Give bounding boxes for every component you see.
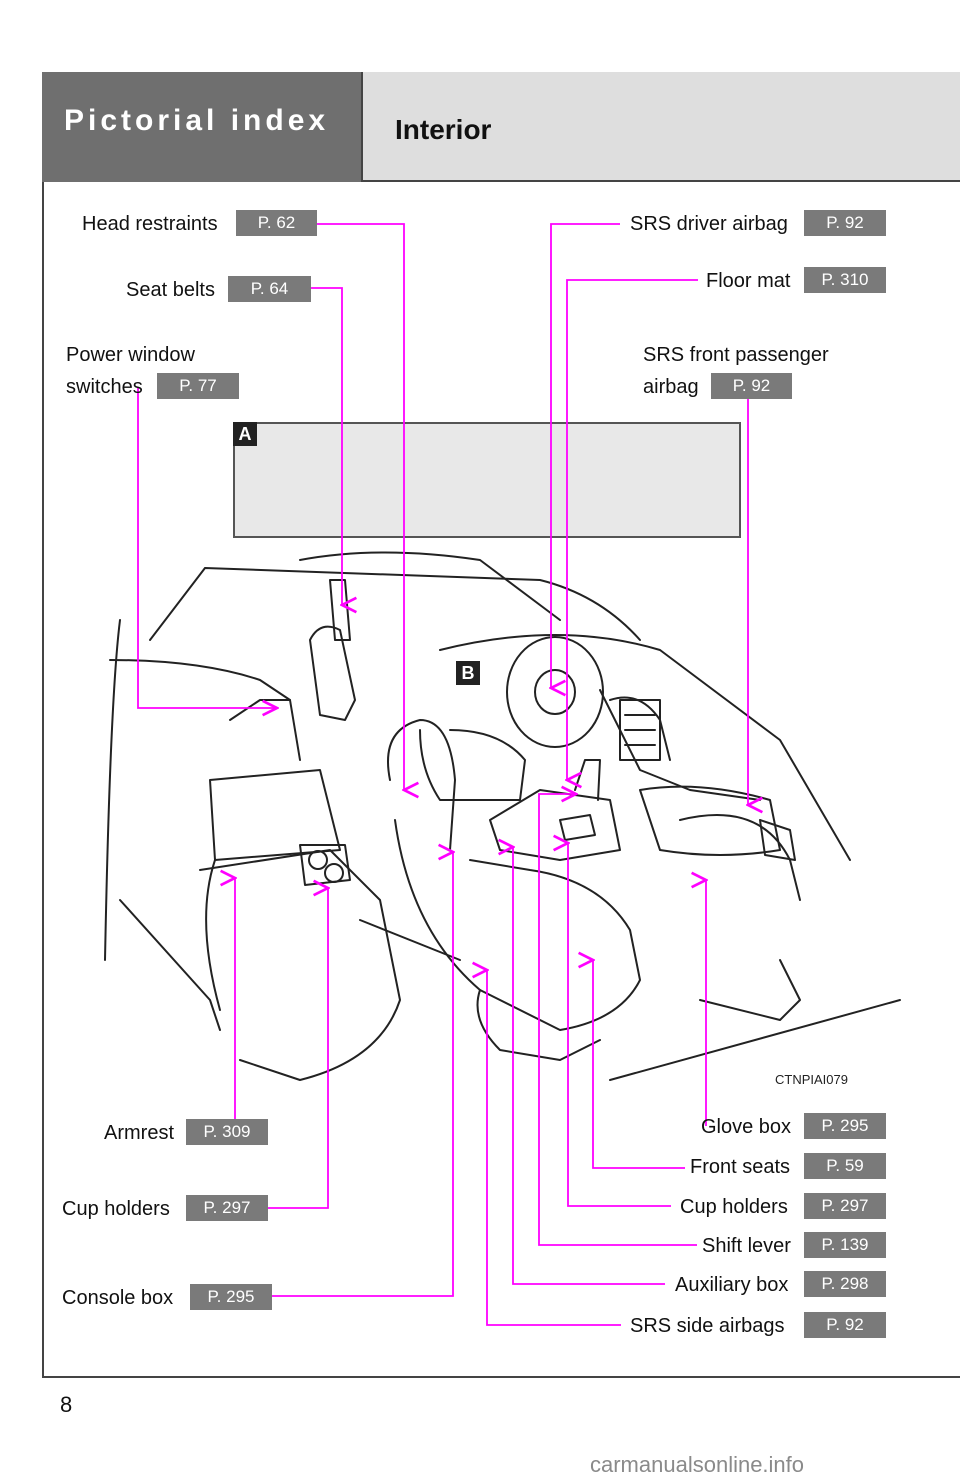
leader-console-box [272,852,453,1297]
callout-glove-box-page[interactable]: P. 295 [804,1113,886,1139]
watermark: carmanualsonline.info [590,1452,805,1477]
callout-srs-driver-page[interactable]: P. 92 [804,210,886,236]
callout-console-box-page[interactable]: P. 295 [190,1284,272,1310]
callout-front-seats-label: Front seats [690,1156,791,1178]
leader-shift-lever [538,794,697,1246]
callout-cup-holders-front-label: Cup holders [680,1196,788,1218]
callout-power-window-label-2: switches [66,376,143,398]
callout-seat-belts-page[interactable]: P. 64 [228,276,311,302]
callout-shift-lever-label: Shift lever [702,1235,791,1257]
illustration-code: CTNPIAI079 [775,1072,848,1087]
callout-srs-side-airbags-label: SRS side airbags [630,1315,785,1337]
callout-console-box-label: Console box [62,1287,174,1309]
callout-shift-lever-page[interactable]: P. 139 [804,1232,886,1258]
callout-cup-holders-rear-page[interactable]: P. 297 [186,1195,268,1221]
leader-power-window [137,388,277,708]
page-title: Pictorial index [64,104,330,137]
callout-glove-box-label: Glove box [701,1116,792,1138]
header-title-block: Pictorial index [42,72,363,182]
callout-auxiliary-box-label: Auxiliary box [675,1274,789,1296]
leader-seat-belts [311,287,342,605]
inset-panel-a [233,422,741,538]
callout-head-restraints-page[interactable]: P. 62 [236,210,317,236]
marker-b: B [456,661,480,685]
callout-cup-holders-rear-label: Cup holders [62,1198,170,1220]
marker-a: A [233,422,257,446]
leader-auxiliary-box [513,847,665,1285]
leader-front-seats [593,960,685,1169]
callout-srs-side-airbags-page[interactable]: P. 92 [804,1312,886,1338]
leader-cup-rear [268,888,328,1209]
leader-head-restraints [317,223,404,790]
callout-auxiliary-box-page[interactable]: P. 298 [804,1271,886,1297]
callout-front-seats-page[interactable]: P. 59 [804,1153,886,1179]
callout-power-window-label-1: Power window [66,344,195,366]
callout-srs-passenger-page[interactable]: P. 92 [711,373,792,399]
callout-srs-driver-label: SRS driver airbag [630,213,788,235]
callout-head-restraints-label: Head restraints [82,213,218,235]
callout-srs-passenger-label-2: airbag [643,376,699,398]
callout-cup-holders-front-page[interactable]: P. 297 [804,1193,886,1219]
callout-srs-passenger-label-1: SRS front passenger [643,344,829,366]
callout-seat-belts-label: Seat belts [126,279,215,301]
callout-power-window-page[interactable]: P. 77 [157,373,239,399]
callout-armrest-page[interactable]: P. 309 [186,1119,268,1145]
callout-floor-mat-page[interactable]: P. 310 [804,267,886,293]
callout-floor-mat-label: Floor mat [706,270,791,292]
leader-floor-mat [567,279,698,780]
section-title: Interior [395,114,492,145]
page-number: 8 [60,1392,73,1417]
header-section-block: Interior [363,72,960,182]
callout-armrest-label: Armrest [104,1122,174,1144]
leader-srs-side [487,970,621,1326]
leader-cup-front [568,843,671,1207]
leader-srs-driver [551,223,620,688]
